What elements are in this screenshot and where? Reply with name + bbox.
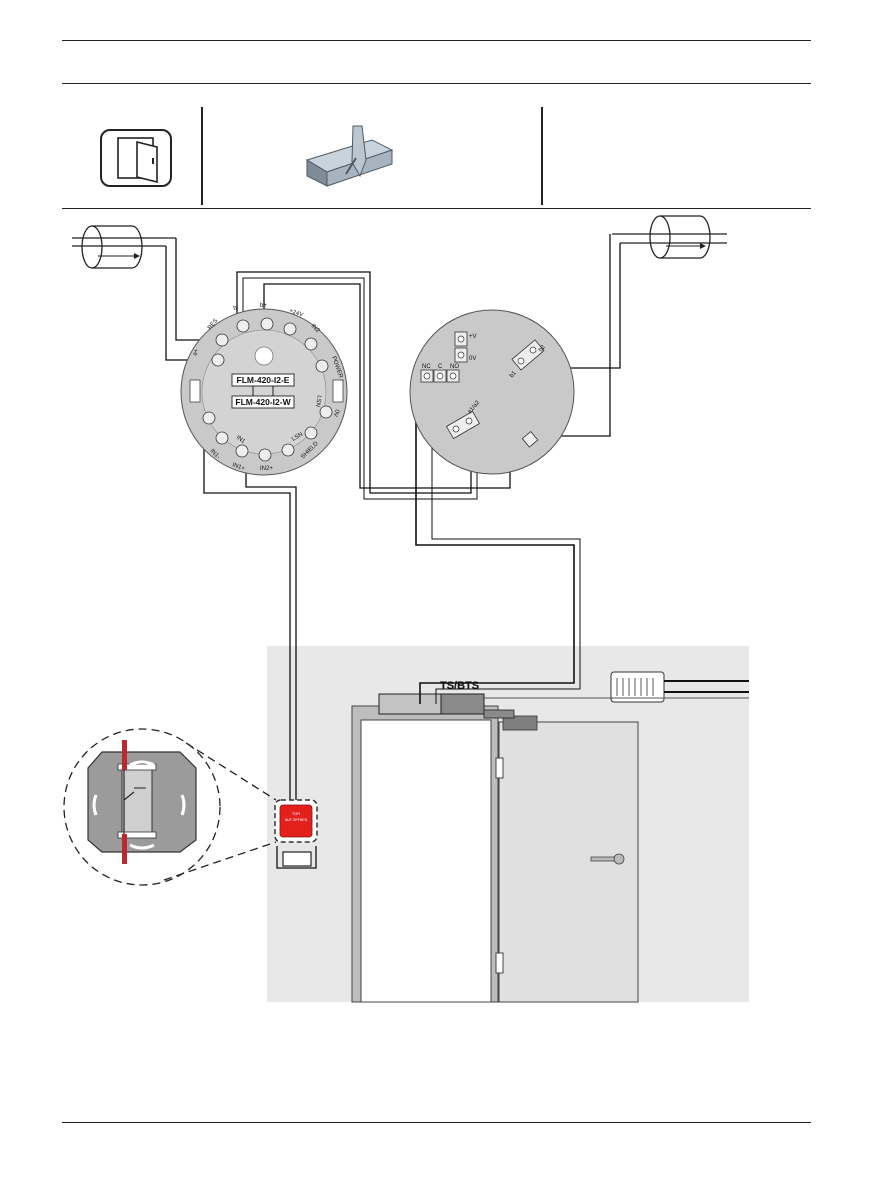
junction-box [610,671,665,703]
terminal-lsn: LSN [291,432,304,443]
controller-c: C [438,364,443,370]
terminal-0v: 0V [332,408,340,417]
terminal-lsn-upper: LSN [314,395,322,408]
cable-glyph-right [612,215,727,259]
terminal-b-plus: b+ [260,303,267,309]
module-model-e: FLM-420-I2-E [237,375,290,385]
controller-no: NO [450,364,459,370]
terminal-in2-plus: IN2+ [260,466,273,472]
cable-glyph-left [72,225,176,269]
door-icon [100,129,172,187]
magnetic-holder-icon [305,125,394,187]
flm-module: FLM-420-I2-E FLM-420-I2-W a+ RES b- b+ +… [180,303,348,476]
header-rule-top [62,40,811,41]
terminal-b-minus: b- [233,304,240,311]
terminal-24v: +24V [288,308,303,318]
table-rule-bottom [62,208,811,209]
terminal-in2-top: IN2 [310,323,321,334]
controller-plus-v: +V [469,334,477,340]
controller-0v: 0V [469,356,476,362]
controller-nc: NC [422,364,431,370]
release-button-line1: TÜR [292,811,300,816]
door-closer-label: TS/BTS [440,680,479,692]
table-column-divider-2 [541,107,543,205]
terminal-a-plus: a+ [192,348,200,357]
controller-b1: b1 [509,370,518,379]
controller-device: +V 0V NC C NO b1 b2 a1/a2 [409,309,575,475]
door-leaf [495,715,639,1003]
footer-rule [62,1122,811,1123]
module-model-w: FLM-420-I2-W [235,397,291,407]
terminal-in: IN1 [235,435,247,446]
wall-switch-icon [87,740,197,864]
controller-b2: b2 [538,344,547,353]
door-release-button: TÜR AUF ÖFFNEN [274,799,318,867]
door-frame [351,705,499,1003]
terminal-in1-plus: IN1+ [231,462,246,472]
release-button-line2: AUF ÖFFNEN [285,818,308,822]
header-rule-bottom [62,83,811,84]
table-column-divider-1 [201,107,203,205]
